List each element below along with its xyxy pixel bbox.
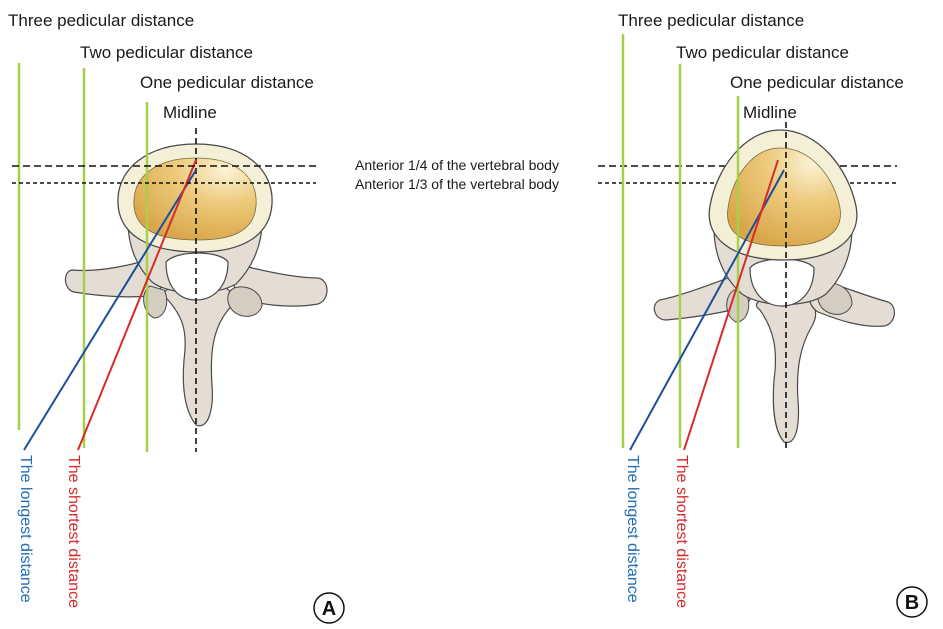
anterior-quarter-label: Anterior 1/4 of the vertebral body <box>355 157 559 173</box>
one-pedicular-label-a: One pedicular distance <box>140 73 314 92</box>
midline-label-a: Midline <box>163 103 217 122</box>
shortest-distance-label-a: The shortest distance <box>65 455 82 608</box>
vertebra-b <box>654 130 894 443</box>
longest-distance-label-b: The longest distance <box>624 455 641 603</box>
panel-badge-b: B <box>905 592 919 614</box>
spinous-process-b <box>756 298 815 443</box>
one-pedicular-label-b: One pedicular distance <box>730 73 904 92</box>
anterior-third-label: Anterior 1/3 of the vertebral body <box>355 176 559 192</box>
shortest-distance-label-b: The shortest distance <box>673 455 690 608</box>
three-pedicular-label-b: Three pedicular distance <box>618 11 804 30</box>
panel-a: Three pedicular distance Two pedicular d… <box>8 11 344 623</box>
panel-badge-a: A <box>322 598 336 620</box>
spinous-process-a <box>164 285 233 426</box>
two-pedicular-label-b: Two pedicular distance <box>676 43 849 62</box>
panel-b: Three pedicular distance Two pedicular d… <box>618 11 927 617</box>
midline-label-b: Midline <box>743 103 797 122</box>
longest-distance-line-a <box>24 170 196 450</box>
three-pedicular-label-a: Three pedicular distance <box>8 11 194 30</box>
longest-distance-label-a: The longest distance <box>17 455 34 603</box>
two-pedicular-label-a: Two pedicular distance <box>80 43 253 62</box>
